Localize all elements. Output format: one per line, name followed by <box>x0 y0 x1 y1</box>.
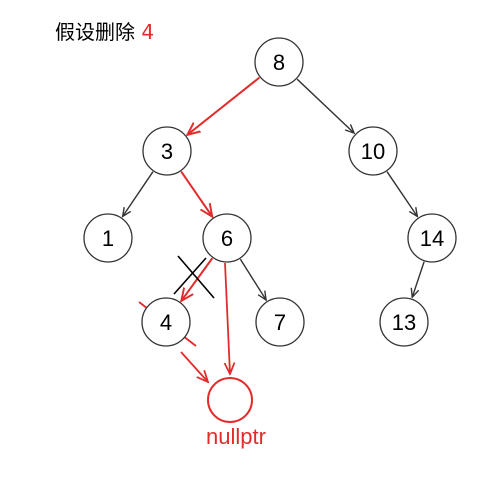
tree-node-8: 8 <box>254 37 304 87</box>
title-number: 4 <box>141 20 155 44</box>
edge-n3-n1 <box>123 171 154 217</box>
node-circle <box>407 213 457 263</box>
edge-n3-n6 <box>180 171 212 217</box>
node-circle <box>379 297 429 347</box>
null-node: nullptr <box>206 377 266 449</box>
tree-node-7: 7 <box>255 297 305 347</box>
title-text: 假设删除 <box>55 20 135 44</box>
node-layer: 8 3 10 1 6 14 4 7 13 <box>83 37 457 347</box>
node-label: 4 <box>160 310 172 335</box>
node-label: 6 <box>221 226 233 251</box>
tree-node-3: 3 <box>142 126 192 176</box>
edge-n14-n13 <box>412 261 425 298</box>
edge-n6-n7 <box>239 258 266 300</box>
node-label: 8 <box>273 50 285 75</box>
tree-node-1: 1 <box>83 213 133 263</box>
node-circle <box>254 37 304 87</box>
node-label: 7 <box>274 310 286 335</box>
tree-node-10: 10 <box>348 126 398 176</box>
arrow-deleted-to-null <box>180 351 208 382</box>
page-title: 假设删除 4 <box>55 16 154 45</box>
node-circle <box>142 126 192 176</box>
node-label: 10 <box>361 139 385 164</box>
node-label: 14 <box>420 226 444 251</box>
node-circle <box>202 213 252 263</box>
node-circle <box>255 297 305 347</box>
node-label: 13 <box>392 310 416 335</box>
edge-layer <box>123 76 425 301</box>
node-circle <box>348 126 398 176</box>
tree-node-13: 13 <box>379 297 429 347</box>
tree-node-4: 4 <box>141 297 191 347</box>
tree-node-6: 6 <box>202 213 252 263</box>
node-label: 1 <box>102 226 114 251</box>
node-label: 3 <box>161 139 173 164</box>
edge-n10-n14 <box>386 171 417 217</box>
tree-node-14: 14 <box>407 213 457 263</box>
edge-n6-n4 <box>181 257 214 301</box>
node-circle <box>141 297 191 347</box>
null-node-circle <box>207 377 253 423</box>
null-node-label: nullptr <box>206 424 266 449</box>
edge-n8-n10 <box>296 78 354 133</box>
node-circle <box>83 213 133 263</box>
edge-n8-n3 <box>187 76 261 135</box>
arrow-parent-to-null <box>225 262 230 374</box>
cross-out-mark <box>173 255 215 299</box>
